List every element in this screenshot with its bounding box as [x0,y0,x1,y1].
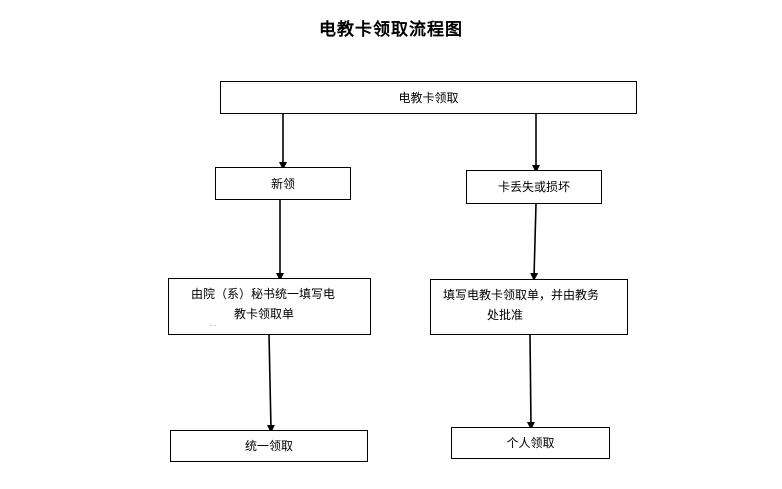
arrow-lost-to-form [530,203,539,281]
node-new-card: 新领 [215,167,351,200]
stray-marks: ·· [210,322,219,330]
node-lost-or-damaged-label: 卡丢失或损坏 [497,180,570,194]
node-unified-collection: 统一领取 [170,430,368,462]
node-card-collection: 电教卡领取 [220,81,637,114]
arrow-form-to-personal [526,334,535,430]
node-fill-form-approval: 填写电教卡领取单，并由教务 处批准 [430,279,628,335]
node-dept-secretary-form-line2: 教卡领取单 [234,307,295,321]
arrow-dept-to-unified [266,333,275,433]
node-dept-secretary-form: 由院（系）秘书统一填写电 教卡领取单 [168,278,371,335]
node-fill-form-approval-line1: 填写电教卡领取单，并由教务 [443,288,600,302]
node-unified-collection-label: 统一领取 [244,439,293,453]
node-fill-form-approval-line2: 处批准 [487,308,524,322]
node-lost-or-damaged: 卡丢失或损坏 [466,170,602,204]
node-personal-collection-label: 个人领取 [506,436,555,450]
node-card-collection-label: 电教卡领取 [398,90,459,105]
node-dept-secretary-form-line1: 由院（系）秘书统一填写电 [191,287,336,301]
node-personal-collection: 个人领取 [451,427,610,459]
diagram-title: 电教卡领取流程图 [319,20,463,40]
node-new-card-label: 新领 [270,176,295,191]
